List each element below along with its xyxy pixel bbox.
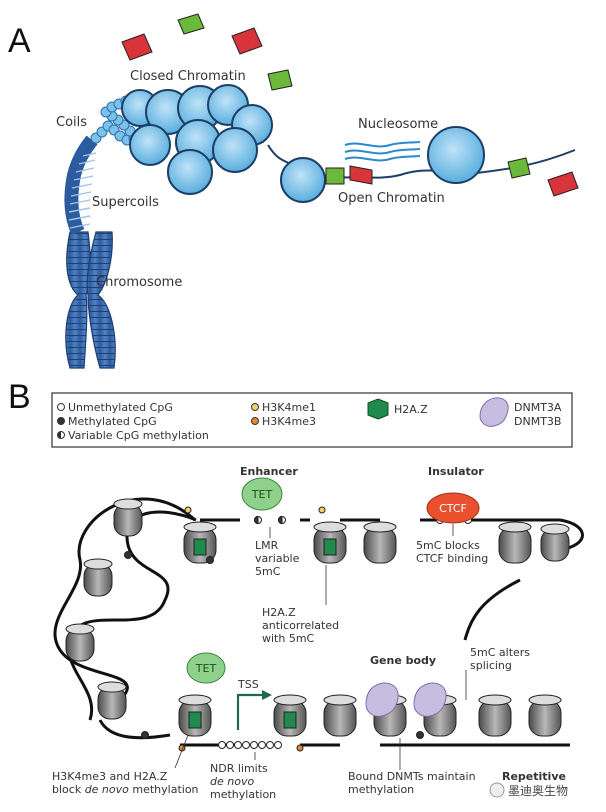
legend-dnmt3a: DNMT3A <box>514 401 562 414</box>
supercoil <box>64 135 98 235</box>
watermark-text: 墨迪奥生物 <box>508 784 568 798</box>
panel-b-letter: B <box>8 378 31 416</box>
label-repetitive: Repetitive <box>502 770 566 783</box>
legend-box: Unmethylated CpG Methylated CpG Variable… <box>51 392 573 448</box>
label-closed-chromatin: Closed Chromatin <box>130 69 246 84</box>
label-ctcf-note-2: CTCF binding <box>416 552 488 565</box>
label-chromosome: Chromosome <box>96 275 182 290</box>
label-block-2: block de novo methylation <box>52 783 199 796</box>
watermark: 墨迪奥生物 <box>489 782 568 798</box>
label-dnmt-2: methylation <box>348 783 414 796</box>
chromatin-fiber <box>67 510 584 747</box>
label-block-1: H3K4me3 and H2A.Z <box>52 770 168 783</box>
open-nucleosome-2 <box>427 126 485 184</box>
cpg-sites-bottom <box>141 731 424 752</box>
nucleosome-dna-lines <box>344 141 421 162</box>
label-coils: Coils <box>56 115 87 130</box>
label-h2az-note-3: with 5mC <box>262 632 315 645</box>
legend-h3k4me1: H3K4me1 <box>262 401 316 414</box>
tss-arrow <box>236 693 262 730</box>
label-lmr-1: LMR <box>255 539 279 552</box>
label-h2az-note-1: H2A.Z <box>262 606 296 619</box>
label-lmr-3: 5mC <box>255 565 281 578</box>
label-lmr-2: variable <box>255 552 300 565</box>
label-ndr-3: methylation <box>210 788 276 801</box>
label-insulator: Insulator <box>428 465 484 478</box>
histone-markers <box>121 13 579 197</box>
label-ctcf-note-1: 5mC blocks <box>416 539 480 552</box>
methylated-icon <box>57 417 65 425</box>
h3k4me1-icon <box>251 403 259 411</box>
legend-variable: Variable CpG methylation <box>68 429 209 442</box>
label-ndr-1: NDR limits <box>210 762 268 775</box>
label-gene-body: Gene body <box>370 654 436 667</box>
label-tss: TSS <box>237 678 259 691</box>
legend-unmethylated: Unmethylated CpG <box>68 401 173 414</box>
coil-beads <box>90 95 140 146</box>
panel-a-labels: Closed Chromatin Coils Nucleosome Open C… <box>56 69 445 290</box>
legend-dnmt3b: DNMT3B <box>514 415 561 428</box>
closed-chromatin-nucleosomes <box>121 84 273 195</box>
legend-h2az: H2A.Z <box>394 403 428 416</box>
callout-lines <box>174 524 467 770</box>
label-nucleosome: Nucleosome <box>358 117 438 132</box>
unmethylated-icon <box>57 403 65 411</box>
tet-protein-top: TET <box>241 477 283 511</box>
open-nucleosome-1 <box>280 157 326 203</box>
panel-b-labels: Enhancer Insulator LMR variable 5mC 5mC … <box>52 465 566 801</box>
label-enhancer: Enhancer <box>240 465 298 478</box>
label-dnmt-1: Bound DNMTs maintain <box>348 770 476 783</box>
tss-arrow-head <box>262 690 272 700</box>
ctcf-label: CTCF <box>439 502 467 515</box>
dnmt-icon <box>479 397 509 427</box>
dnmt-proteins <box>365 682 447 717</box>
chromosome <box>65 231 116 369</box>
ctcf-protein: CTCF <box>426 492 480 524</box>
panel-a-letter: A <box>8 22 31 60</box>
h3k4me3-icon <box>251 417 259 425</box>
tet-bottom-label: TET <box>195 662 217 675</box>
tet-top-label: TET <box>251 488 273 501</box>
label-splicing-2: splicing <box>470 659 512 672</box>
legend-h3k4me3: H3K4me3 <box>262 415 316 428</box>
label-open-chromatin: Open Chromatin <box>338 191 445 206</box>
label-h2az-note-2: anticorrelated <box>262 619 339 632</box>
label-supercoils: Supercoils <box>92 195 159 210</box>
tet-protein-bottom: TET <box>186 652 226 684</box>
label-ndr-2: de novo <box>210 775 254 788</box>
legend-methylated: Methylated CpG <box>68 415 157 428</box>
label-splicing-1: 5mC alters <box>470 646 530 659</box>
h2az-icon <box>367 398 389 420</box>
